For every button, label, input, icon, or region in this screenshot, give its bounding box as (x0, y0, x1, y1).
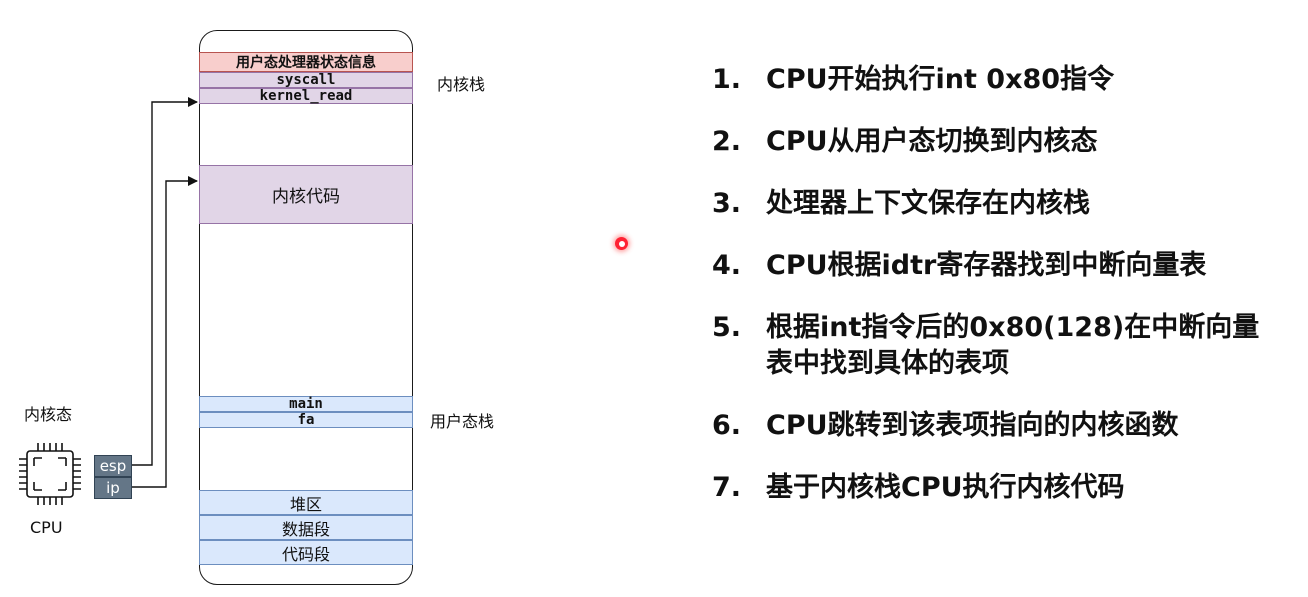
step-item: 6. CPU跳转到该表项指向的内核函数 (712, 408, 1282, 444)
user-state-info-block: 用户态处理器状态信息 (199, 52, 413, 72)
step-text: CPU从用户态切换到内核态 (766, 126, 1098, 157)
esp-arrow (132, 97, 198, 466)
kernel-frame-syscall: syscall (199, 72, 413, 88)
step-text: CPU开始执行int 0x80指令 (766, 64, 1115, 95)
segment-label: 堆区 (289, 494, 322, 514)
kernel-code-block: 内核代码 (199, 165, 413, 224)
step-number: 3. (712, 188, 742, 219)
user-frame-label: main (289, 396, 323, 412)
kernel-frame-label: kernel_read (259, 88, 353, 104)
user-stack-label: 用户态栈 (430, 412, 495, 431)
step-number: 1. (712, 64, 742, 95)
segment-label: 代码段 (281, 544, 330, 564)
step-number: 2. (712, 126, 742, 157)
data-segment: 数据段 (199, 515, 413, 540)
kernel-stack-label: 内核栈 (437, 75, 486, 94)
steps-list: 1. CPU开始执行int 0x80指令 2. CPU从用户态切换到内核态 3. 处理… (712, 62, 1282, 532)
step-number: 6. (712, 410, 742, 441)
heap-segment: 堆区 (199, 490, 413, 515)
step-item: 2. CPU从用户态切换到内核态 (712, 124, 1282, 160)
esp-register: esp (94, 455, 132, 477)
step-number: 5. (712, 312, 742, 343)
kernel-mode-label: 内核态 (24, 405, 73, 424)
kernel-frame-label: syscall (276, 72, 336, 88)
user-frame-fa: fa (199, 412, 413, 428)
register-label: esp (99, 457, 127, 475)
step-text: CPU根据idtr寄存器找到中断向量表 (766, 250, 1207, 281)
step-text: 处理器上下文保存在内核栈 (766, 188, 1090, 219)
kernel-frame-kernel-read: kernel_read (199, 88, 413, 104)
step-number: 7. (712, 472, 742, 503)
step-item: 1. CPU开始执行int 0x80指令 (712, 62, 1282, 98)
user-frame-label: fa (297, 412, 315, 428)
cpu-label: CPU (30, 518, 63, 537)
step-item: 5. 根据int指令后的0x80(128)在中断向量表中找到具体的表项 (712, 310, 1282, 382)
register-label: ip (106, 479, 120, 497)
step-item: 7. 基于内核栈CPU执行内核代码 (712, 470, 1282, 506)
cpu-chip-icon (19, 443, 81, 505)
step-number: 4. (712, 250, 742, 281)
step-text: CPU跳转到该表项指向的内核函数 (766, 410, 1179, 441)
kernel-code-label: 内核代码 (272, 187, 340, 207)
step-item: 4. CPU根据idtr寄存器找到中断向量表 (712, 248, 1282, 284)
ip-arrow (132, 176, 198, 488)
segment-label: 数据段 (281, 519, 330, 539)
ip-register: ip (94, 477, 132, 499)
code-segment: 代码段 (199, 540, 413, 565)
step-item: 3. 处理器上下文保存在内核栈 (712, 186, 1282, 222)
user-frame-main: main (199, 396, 413, 412)
user-state-info-label: 用户态处理器状态信息 (236, 55, 376, 71)
step-text: 基于内核栈CPU执行内核代码 (766, 472, 1125, 503)
pointer-cursor-dot (615, 237, 628, 250)
step-text: 根据int指令后的0x80(128)在中断向量表中找到具体的表项 (766, 312, 1260, 379)
memory-outline (199, 30, 413, 585)
